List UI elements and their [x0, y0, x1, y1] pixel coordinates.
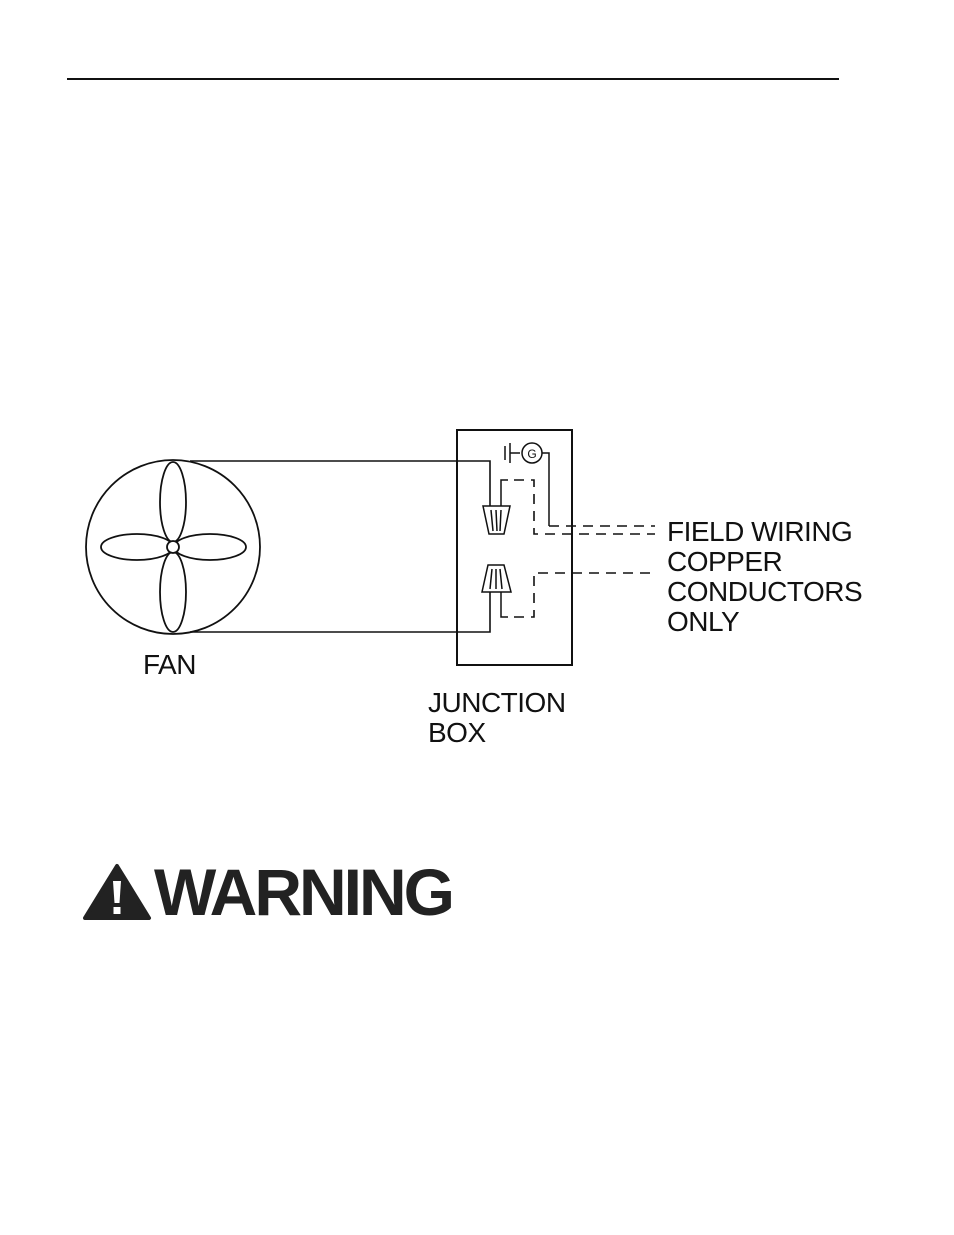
nut-leads — [500, 479, 508, 618]
field-wiring-line4: ONLY — [667, 606, 740, 637]
ground-symbol — [504, 442, 550, 526]
ground-label: G — [527, 447, 536, 461]
field-wiring-line1: FIELD WIRING — [667, 516, 853, 547]
junction-box — [456, 429, 573, 666]
junction-box-label: JUNCTION BOX — [428, 688, 566, 748]
field-wiring-label: FIELD WIRING COPPER CONDUCTORS ONLY — [667, 516, 863, 637]
top-rule — [67, 78, 839, 80]
field-wiring-dashed — [514, 479, 655, 618]
wire-nut-top — [482, 505, 511, 535]
wire-nut-bottom — [481, 564, 512, 593]
fan-label: FAN — [143, 649, 196, 680]
fan-leads — [190, 460, 491, 633]
junction-box-label-line1: JUNCTION — [428, 687, 566, 718]
field-wiring-line3: CONDUCTORS — [667, 576, 863, 607]
warning-banner: WARNING — [82, 855, 455, 929]
junction-box-label-line2: BOX — [428, 717, 486, 748]
warning-text: WARNING — [154, 855, 455, 929]
fan-symbol — [85, 459, 261, 635]
field-wiring-line2: COPPER — [667, 546, 783, 577]
exclamation-triangle-icon — [83, 864, 151, 920]
